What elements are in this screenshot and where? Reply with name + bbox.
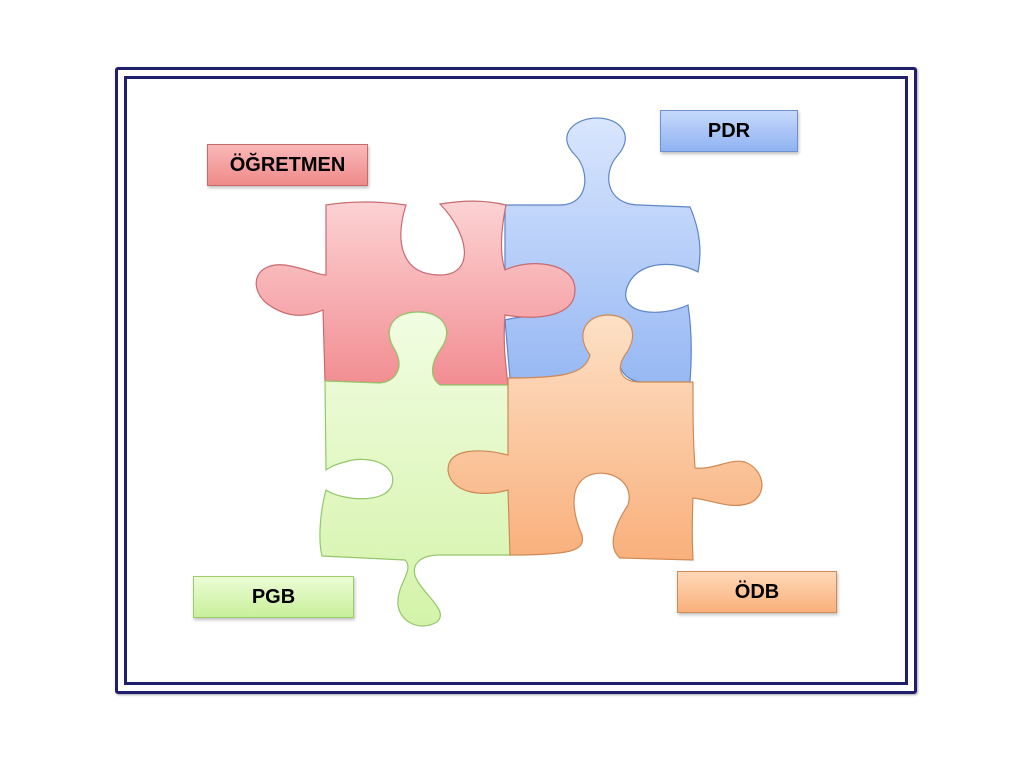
slide-frame [115, 67, 917, 694]
puzzle-piece-teacher [255, 200, 576, 386]
label-pgb: PGB [193, 576, 354, 618]
puzzle-piece-odb [447, 314, 763, 561]
puzzle-piece-pdr [504, 117, 701, 383]
label-pdr: PDR [660, 110, 798, 152]
puzzle-piece-pgb [319, 311, 511, 627]
label-teacher: ÖĞRETMEN [207, 144, 368, 186]
slide-frame-inner [124, 76, 908, 685]
label-odb: ÖDB [677, 571, 837, 613]
